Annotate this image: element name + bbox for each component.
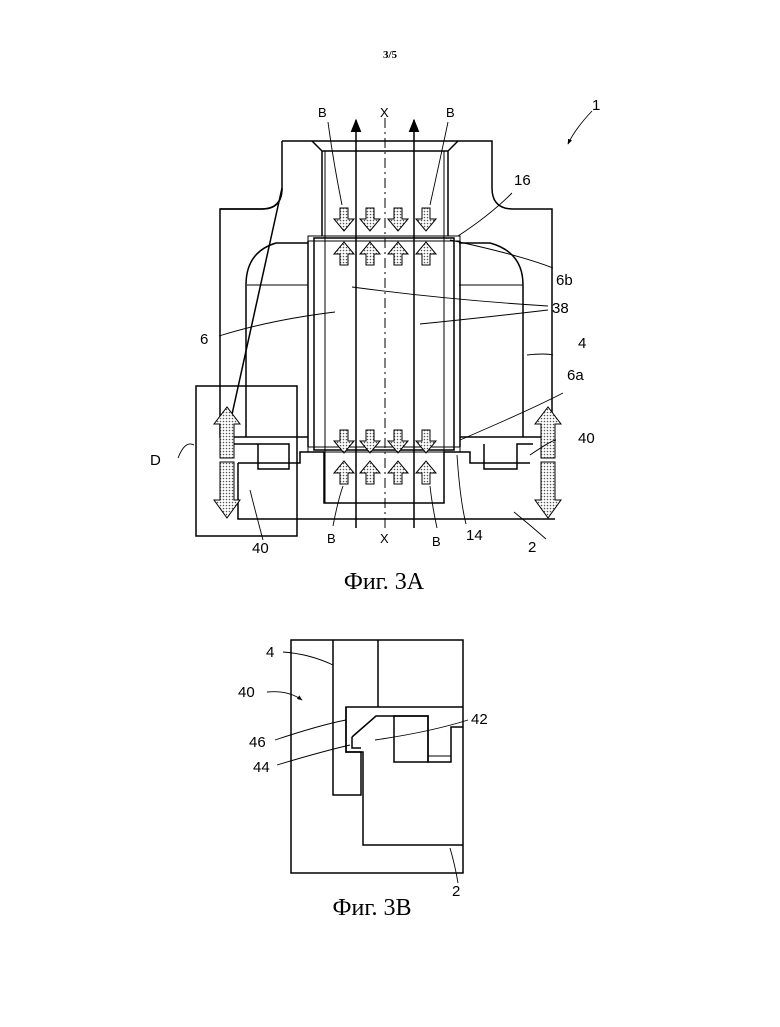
- caption-fig-3a: Фиг. 3А: [344, 569, 425, 595]
- ref-2: 2: [452, 883, 460, 900]
- ref-d: D: [150, 452, 161, 469]
- ref-44: 44: [253, 759, 270, 776]
- right-clamp: [444, 437, 541, 469]
- label-x-bottom: X: [380, 531, 389, 546]
- label-x-top: X: [380, 105, 389, 120]
- ref-16: 16: [514, 172, 531, 189]
- clamp-profile: [346, 707, 463, 845]
- ref-1: 1: [592, 97, 600, 114]
- figure-3a: 1 16 6b 38 6 4 6a 40 D 40 14 2 B B B B X…: [150, 97, 600, 595]
- ref-2: 2: [528, 539, 536, 556]
- caption-fig-3b: Фиг. 3В: [333, 895, 412, 921]
- left-expansion-arrows: [214, 407, 240, 518]
- ref-4: 4: [266, 644, 274, 661]
- ref-40-right: 40: [578, 430, 595, 447]
- left-clamp: [227, 437, 324, 469]
- core-stack: [314, 238, 454, 450]
- ref-4: 4: [578, 335, 586, 352]
- right-expansion-arrows: [535, 407, 561, 518]
- ref-6a: 6a: [567, 367, 584, 384]
- label-b-bottom-right: B: [432, 534, 441, 549]
- ref-40: 40: [238, 684, 255, 701]
- page-number: 3/5: [383, 49, 398, 61]
- label-b-top-right: B: [446, 105, 455, 120]
- ref-40-bottom: 40: [252, 540, 269, 557]
- housing-member: [333, 640, 463, 795]
- ref-46: 46: [249, 734, 266, 751]
- label-b-top-left: B: [318, 105, 327, 120]
- housing-outline: [220, 141, 552, 437]
- right-chamber: [459, 243, 523, 437]
- ref-6: 6: [200, 331, 208, 348]
- ref-6b: 6b: [556, 272, 573, 289]
- label-b-bottom-left: B: [327, 531, 336, 546]
- ref-38: 38: [552, 300, 569, 317]
- ref-14: 14: [466, 527, 483, 544]
- figure-3b: 4 40 46 44 42 2 Фиг. 3В: [238, 640, 488, 921]
- left-chamber: [246, 243, 308, 437]
- ref-42: 42: [471, 711, 488, 728]
